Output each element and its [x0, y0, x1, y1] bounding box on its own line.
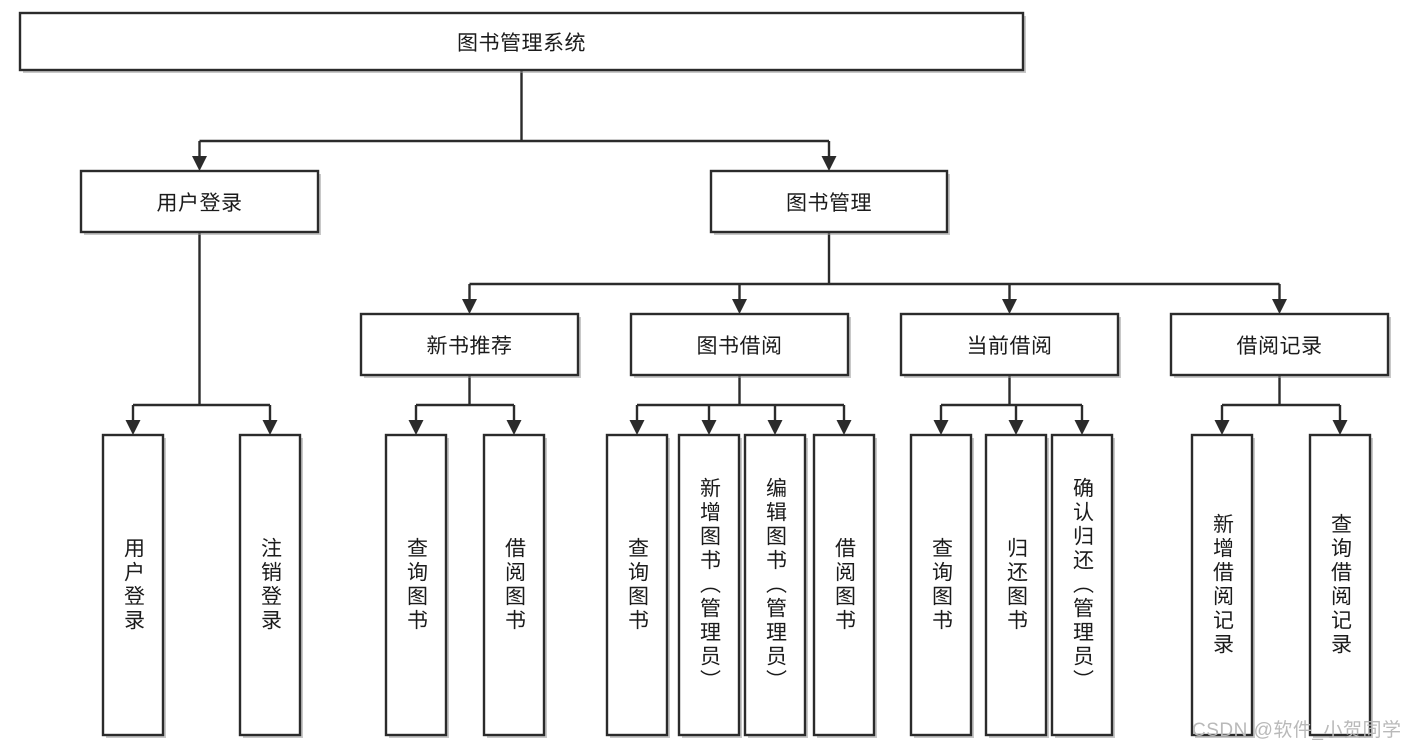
- node-leaf-return-book[interactable]: [984, 433, 1048, 737]
- edge-arrow-4-1: [701, 420, 717, 435]
- edge-arrow-6-0: [1214, 420, 1230, 435]
- edge-arrow-1-1: [732, 299, 747, 314]
- edge-arrow-5-0: [933, 420, 949, 435]
- node-leaf-borrow-book-2[interactable]: [812, 433, 876, 737]
- node-book-manage[interactable]: [709, 169, 949, 234]
- node-leaf-user-login[interactable]: [101, 433, 165, 737]
- boxes-layer: [18, 11, 1391, 738]
- edge-arrow-4-2: [767, 420, 783, 435]
- node-leaf-query-book-1[interactable]: [384, 433, 448, 737]
- node-leaf-edit-book[interactable]: [743, 433, 807, 737]
- node-leaf-add-book[interactable]: [677, 433, 741, 737]
- node-leaf-query-book-3[interactable]: [909, 433, 973, 737]
- node-leaf-add-record[interactable]: [1190, 433, 1254, 737]
- node-leaf-query-record[interactable]: [1308, 433, 1372, 737]
- node-leaf-confirm-return[interactable]: [1050, 433, 1114, 737]
- node-book-borrow[interactable]: [629, 312, 850, 377]
- edge-arrow-5-1: [1008, 420, 1024, 435]
- edge-arrow-2-0: [125, 420, 141, 435]
- edge-arrow-6-1: [1332, 420, 1348, 435]
- edge-arrow-3-1: [506, 420, 522, 435]
- connectors-layer: [125, 70, 1348, 435]
- node-new-book-recommend[interactable]: [359, 312, 580, 377]
- node-leaf-query-book-2[interactable]: [605, 433, 669, 737]
- edge-arrow-0-1: [821, 156, 837, 171]
- edge-arrow-4-0: [629, 420, 645, 435]
- edge-arrow-4-3: [836, 420, 852, 435]
- node-borrow-record[interactable]: [1169, 312, 1390, 377]
- node-current-borrow[interactable]: [899, 312, 1120, 377]
- edge-arrow-0-0: [192, 156, 207, 171]
- edge-arrow-1-2: [1002, 299, 1017, 314]
- node-leaf-user-logout[interactable]: [238, 433, 302, 737]
- edge-arrow-2-1: [262, 420, 278, 435]
- edge-arrow-5-2: [1074, 420, 1090, 435]
- node-root[interactable]: [18, 11, 1025, 72]
- node-user-login[interactable]: [79, 169, 320, 234]
- edge-arrow-3-0: [408, 420, 424, 435]
- edge-arrow-1-3: [1272, 299, 1287, 314]
- edge-arrow-1-0: [462, 299, 477, 314]
- node-leaf-borrow-book-1[interactable]: [482, 433, 546, 737]
